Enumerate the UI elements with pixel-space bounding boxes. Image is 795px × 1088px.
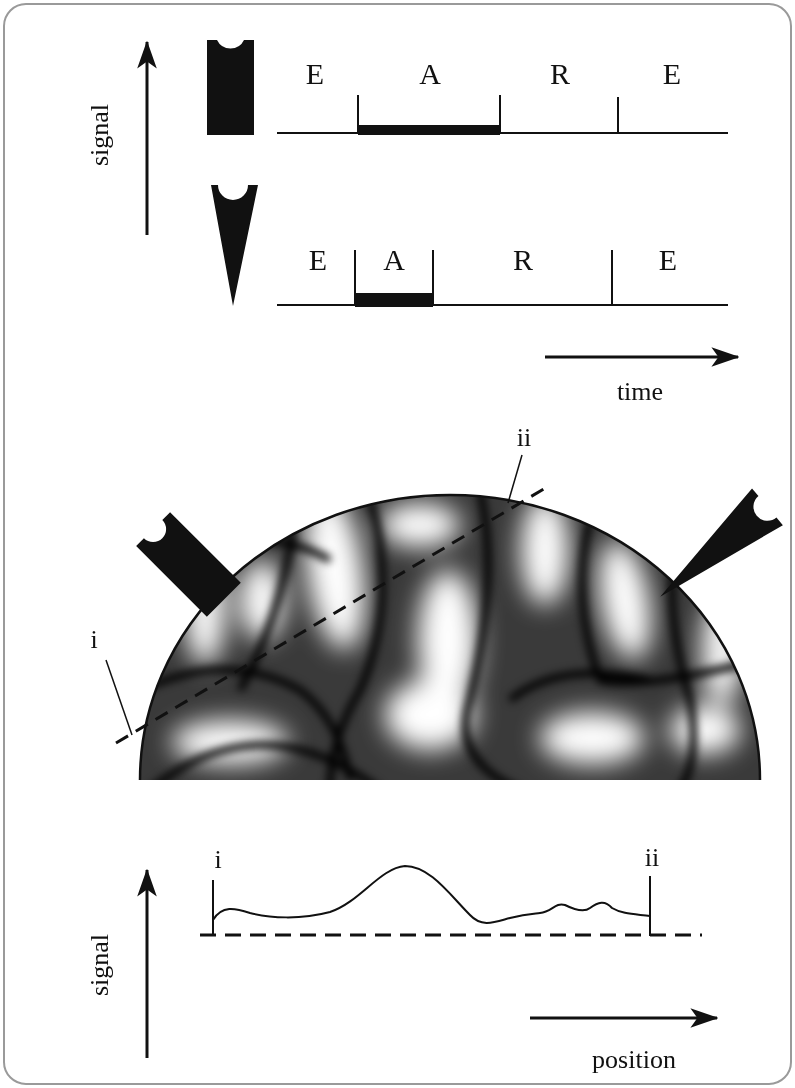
frame xyxy=(4,4,791,1084)
phase-label-box: E xyxy=(306,59,324,89)
phase-label-box: A xyxy=(383,245,405,275)
position-marker xyxy=(649,876,651,936)
time-axis xyxy=(545,356,738,359)
sharp-electrode-icon xyxy=(211,185,258,306)
scan-line xyxy=(116,487,547,743)
axis-label: signal xyxy=(85,104,114,166)
zero-line xyxy=(200,934,702,937)
axis-label: signal xyxy=(85,934,114,996)
axis-label: time xyxy=(617,377,663,406)
phase-label-box: E xyxy=(663,59,681,89)
position-label-box: ii xyxy=(645,845,659,871)
position-label-box: i xyxy=(90,627,97,653)
position-label: i xyxy=(214,845,221,874)
phase-label-box: R xyxy=(550,59,570,89)
position-label: ii xyxy=(517,423,531,452)
position-marker xyxy=(212,880,214,936)
phase-label: R xyxy=(513,243,533,276)
phase-label: E xyxy=(663,57,681,90)
cell-dome xyxy=(130,480,770,790)
active-bar xyxy=(355,293,433,307)
signal-axis xyxy=(146,870,149,1058)
leader-line xyxy=(508,455,522,503)
active-bar xyxy=(358,125,500,135)
position-label: i xyxy=(90,625,97,654)
patch-electrode-icon xyxy=(207,40,254,135)
position-label: ii xyxy=(645,843,659,872)
phase-label: A xyxy=(419,57,441,90)
phase-label: A xyxy=(383,243,405,276)
axis-label-box: signal xyxy=(87,104,113,166)
patch-electrode xyxy=(136,512,241,617)
leader-line xyxy=(106,660,132,735)
signal-axis xyxy=(146,42,149,235)
position-label-box: i xyxy=(214,847,221,873)
axis-label: position xyxy=(592,1045,676,1074)
phase-label-box: A xyxy=(419,59,441,89)
trace-patch xyxy=(277,95,728,133)
phase-label: E xyxy=(309,243,327,276)
phase-label: E xyxy=(659,243,677,276)
dome-outline xyxy=(140,495,760,780)
axis-label-box: signal xyxy=(87,934,113,996)
position-axis xyxy=(530,1017,717,1020)
signal-profile xyxy=(213,866,650,923)
phase-label-box: R xyxy=(513,245,533,275)
phase-label-box: E xyxy=(309,245,327,275)
axis-label-box: time xyxy=(617,379,663,405)
phase-label-box: E xyxy=(659,245,677,275)
sharp-electrode xyxy=(645,488,783,615)
phase-label: E xyxy=(306,57,324,90)
position-label-box: ii xyxy=(517,425,531,451)
phase-label: R xyxy=(550,57,570,90)
axis-label-box: position xyxy=(592,1047,676,1073)
